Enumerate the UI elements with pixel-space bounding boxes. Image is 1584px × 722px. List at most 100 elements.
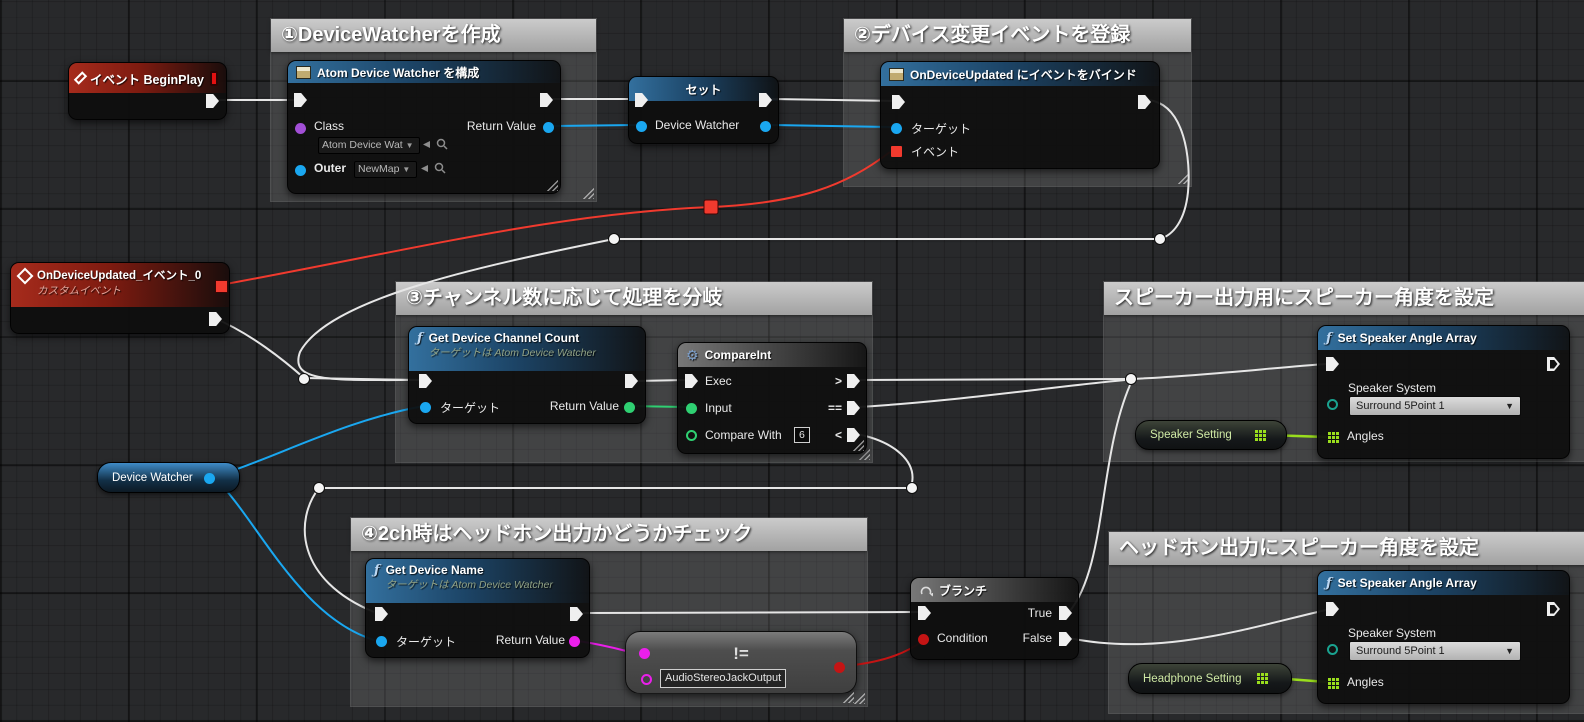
browse-icon[interactable] bbox=[434, 162, 446, 174]
comment-title[interactable]: スピーカー出力用にスピーカー角度を設定 bbox=[1104, 282, 1584, 315]
target-label: ターゲット bbox=[440, 401, 501, 415]
exec-out-pin[interactable] bbox=[1547, 357, 1560, 371]
return-value-pin[interactable] bbox=[569, 636, 580, 647]
bool-out-pin[interactable] bbox=[834, 662, 845, 673]
reroute-node[interactable] bbox=[1154, 233, 1166, 245]
node-event-beginplay[interactable]: イベント BeginPlay bbox=[68, 62, 227, 120]
node-set-speaker-angle-array-top[interactable]: ƒ Set Speaker Angle Array Speaker System… bbox=[1317, 325, 1570, 459]
comment-title[interactable]: ②デバイス変更イベントを登録 bbox=[844, 19, 1191, 52]
node-var-headphone-setting[interactable]: Headphone Setting bbox=[1128, 663, 1292, 694]
exec-in-pin[interactable] bbox=[1326, 357, 1339, 371]
node-var-device-watcher[interactable]: Device Watcher bbox=[97, 462, 240, 493]
node-construct-atom-device-watcher[interactable]: Atom Device Watcher を構成 Class Atom Devic… bbox=[287, 60, 561, 194]
device-watcher-out-pin[interactable] bbox=[204, 473, 215, 484]
device-watcher-in-pin[interactable] bbox=[636, 121, 647, 132]
node-bind-ondeviceupdated[interactable]: OnDeviceUpdated にイベントをバインド ターゲット イベント bbox=[880, 61, 1160, 169]
comment-title[interactable]: ①DeviceWatcherを作成 bbox=[271, 19, 596, 52]
node-compare-int[interactable]: ⚙ CompareInt Exec > Input == Compare Wit… bbox=[677, 342, 867, 454]
compare-with-label: Compare With bbox=[705, 428, 782, 442]
exec-in-pin[interactable] bbox=[918, 606, 931, 620]
node-title: Get Device Name bbox=[385, 563, 484, 577]
return-value-pin[interactable] bbox=[543, 122, 554, 133]
exec-in-pin[interactable] bbox=[685, 374, 698, 388]
node-set-device-watcher[interactable]: セット Device Watcher bbox=[628, 76, 779, 144]
reroute-node[interactable] bbox=[906, 482, 918, 494]
wire-exec-eq-reroute bbox=[856, 379, 1126, 408]
true-exec-out-pin[interactable] bbox=[1059, 606, 1072, 620]
comment-title[interactable]: ヘッドホン出力にスピーカー角度を設定 bbox=[1109, 532, 1584, 565]
event-delegate-pin[interactable] bbox=[891, 146, 902, 157]
exec-out-pin[interactable] bbox=[625, 374, 638, 388]
exec-in-pin[interactable] bbox=[375, 607, 388, 621]
comment-title[interactable]: ④2ch時はヘッドホン出力かどうかチェック bbox=[351, 518, 867, 551]
exec-out-pin[interactable] bbox=[1138, 95, 1151, 109]
gear-icon: ⚙ bbox=[686, 346, 699, 363]
exec-in-pin[interactable] bbox=[294, 93, 307, 107]
node-get-device-name[interactable]: ƒ Get Device Name ターゲットは Atom Device Wat… bbox=[365, 558, 590, 658]
wire-obj-var-getname bbox=[213, 476, 375, 641]
exec-out-pin[interactable] bbox=[540, 93, 553, 107]
compare-with-value[interactable]: 6 bbox=[794, 427, 810, 443]
exec-in-pin[interactable] bbox=[419, 374, 432, 388]
target-pin[interactable] bbox=[891, 123, 902, 134]
node-branch[interactable]: ブランチ True Condition False bbox=[910, 577, 1079, 660]
speaker-system-dropdown[interactable]: ▼ Surround 5Point 1 bbox=[1349, 641, 1521, 661]
string-b-value[interactable]: AudioStereoJackOutput bbox=[660, 669, 787, 688]
construct-object-icon bbox=[296, 65, 311, 79]
array-out-pin[interactable] bbox=[1255, 430, 1266, 441]
exec-in-pin[interactable] bbox=[1326, 602, 1339, 616]
reset-arrow-icon[interactable] bbox=[420, 139, 431, 150]
reroute-node[interactable] bbox=[298, 373, 310, 385]
string-b-pin[interactable] bbox=[641, 674, 652, 685]
class-pin[interactable] bbox=[295, 123, 306, 134]
node-subtitle: カスタムイベント bbox=[37, 285, 121, 297]
device-watcher-out-pin[interactable] bbox=[760, 121, 771, 132]
input-pin[interactable] bbox=[686, 403, 697, 414]
target-pin[interactable] bbox=[376, 636, 387, 647]
gt-exec-out-pin[interactable] bbox=[847, 374, 860, 388]
eq-exec-out-pin[interactable] bbox=[847, 401, 860, 415]
false-exec-out-pin[interactable] bbox=[1059, 632, 1072, 646]
exec-in-pin[interactable] bbox=[892, 95, 905, 109]
node-string-not-equal[interactable]: != AudioStereoJackOutput bbox=[625, 631, 857, 703]
reroute-node-delegate[interactable] bbox=[703, 199, 719, 215]
reset-arrow-icon[interactable] bbox=[418, 163, 429, 174]
browse-icon[interactable] bbox=[436, 138, 448, 150]
event-label: イベント bbox=[911, 145, 960, 159]
function-icon: ƒ bbox=[374, 563, 380, 578]
node-subtitle: ターゲットは Atom Device Watcher bbox=[385, 579, 553, 591]
speaker-system-dropdown[interactable]: ▼ Surround 5Point 1 bbox=[1349, 396, 1521, 416]
resize-handle[interactable] bbox=[546, 179, 558, 191]
target-pin[interactable] bbox=[420, 402, 431, 413]
exec-out-pin[interactable] bbox=[570, 607, 583, 621]
exec-out-pin[interactable] bbox=[209, 312, 222, 326]
reroute-node[interactable] bbox=[313, 482, 325, 494]
condition-pin[interactable] bbox=[918, 634, 929, 645]
exec-out-pin[interactable] bbox=[759, 93, 772, 107]
exec-out-pin[interactable] bbox=[1547, 602, 1560, 616]
node-get-device-channel-count[interactable]: ƒ Get Device Channel Count ターゲットは Atom D… bbox=[408, 326, 646, 424]
outer-dropdown[interactable]: NewMap ▼ bbox=[354, 161, 417, 178]
reroute-node[interactable] bbox=[1125, 373, 1137, 385]
bind-event-icon bbox=[889, 67, 904, 81]
return-value-pin[interactable] bbox=[624, 402, 635, 413]
exec-in-pin[interactable] bbox=[635, 93, 648, 107]
outer-pin[interactable] bbox=[295, 165, 306, 176]
speaker-system-pin[interactable] bbox=[1327, 644, 1338, 655]
exec-out-pin[interactable] bbox=[206, 94, 219, 108]
node-var-speaker-setting[interactable]: Speaker Setting bbox=[1135, 420, 1287, 450]
event-flag-icon bbox=[209, 70, 218, 86]
angles-array-pin[interactable] bbox=[1328, 678, 1339, 689]
array-out-pin[interactable] bbox=[1257, 673, 1268, 684]
lt-exec-out-pin[interactable] bbox=[847, 428, 860, 442]
reroute-node[interactable] bbox=[608, 233, 620, 245]
angles-array-pin[interactable] bbox=[1328, 432, 1339, 443]
string-a-pin[interactable] bbox=[639, 648, 650, 659]
delegate-out-pin[interactable] bbox=[215, 280, 228, 293]
comment-title[interactable]: ③チャンネル数に応じて処理を分岐 bbox=[396, 282, 872, 315]
compare-with-pin[interactable] bbox=[686, 430, 697, 441]
node-set-speaker-angle-array-bottom[interactable]: ƒ Set Speaker Angle Array Speaker System… bbox=[1317, 570, 1570, 704]
node-custom-event-ondeviceupdated[interactable]: OnDeviceUpdated_イベント_0 カスタムイベント bbox=[10, 262, 230, 334]
speaker-system-pin[interactable] bbox=[1327, 399, 1338, 410]
class-dropdown[interactable]: Atom Device Wat ▼ bbox=[318, 137, 420, 154]
